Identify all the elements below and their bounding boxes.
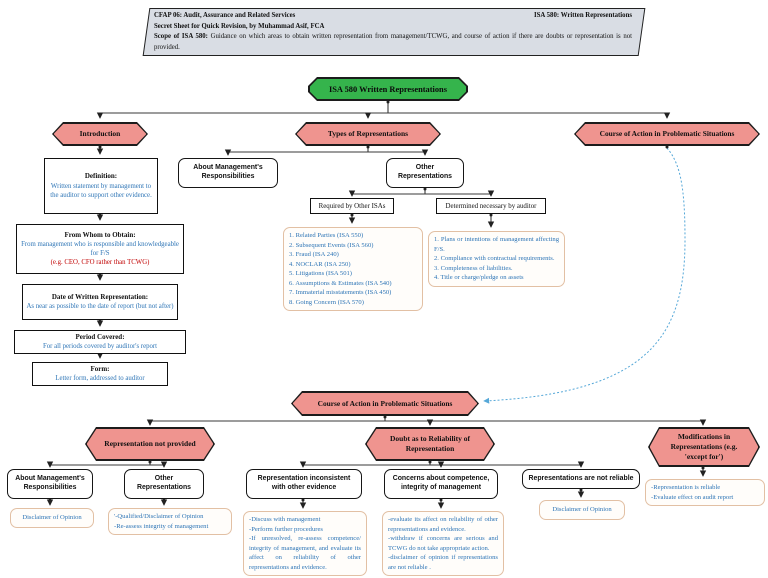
list-line: 1. Related Parties (ISA 550) [289,232,364,239]
period-title: Period Covered: [75,332,125,341]
required-by-other-isas-box: Required by Other ISAs [310,198,394,214]
list-line: 8. Going Concern (ISA 570) [289,298,364,306]
node-fill [87,429,214,460]
period-body: For all periods covered by auditor's rep… [42,343,158,351]
about-mgmt-responsibilities-box: About Management's Responsibilities [178,158,278,188]
header-course-title: CFAP 06: Audit, Assurance and Related Se… [154,12,296,19]
node-course-of-action-top: Course of Action in Problematic Situatio… [574,122,760,146]
form-body: Letter form, addressed to auditor [55,375,145,383]
definition-title: Definition: [84,172,118,181]
node-doubt-reliability: Doubt as to Reliability of Representatio… [365,427,495,461]
list-line: 5. Litigations (ISA 501) [289,270,353,278]
list-line: -evaluate its affect on reliability of o… [388,516,498,533]
list-line: '-Qualified/Disclaimer of Opinion [114,513,204,520]
node-types-of-representations: Types of Representations [295,122,441,146]
list-line: 7. Immaterial misstatements (ISA 450) [289,289,392,297]
node-fill [54,124,147,145]
root-node-isa580: ISA 580 Written Representations [308,77,468,101]
from-whom-body: From management who is responsible and k… [21,240,179,258]
form-box: Form: Letter form, addressed to auditor [32,362,168,386]
definition-body: Written statement by management to the a… [50,182,152,199]
root-node-label: ISA 580 Written Representations [329,84,447,94]
modifications-label: Modifications in Representations (e.g. '… [670,432,738,461]
list-line: -Representation is reliable [651,484,721,491]
np-qualified-outcome: '-Qualified/Disclaimer of Opinion -Re-ass… [108,508,232,536]
node-fill [650,429,759,466]
node-fill [293,393,478,415]
node-introduction: Introduction [52,122,148,146]
list-line: 2. Subsequent Events (ISA 560) [289,241,374,249]
list-line: -Discuss with management [249,516,321,523]
modifications-outcome: -Representation is reliable -Evaluate eff… [645,479,765,507]
np-disclaimer-outcome: Disclaimer of Opinion [10,508,94,528]
auditor-determined-list: 1. Plans or intentions of management aff… [428,231,565,287]
from-whom-note: (e.g. CEO, CFO rather than TCWG) [50,259,150,267]
date-body: As near as possible to the date of repor… [26,303,174,311]
header-scope-label: Scope of ISA 580: [154,33,208,41]
header-scope: Scope of ISA 580: Guidance on which area… [154,32,632,53]
list-line: -Re-assess integrity of management [114,522,209,530]
node-fill [367,429,494,460]
form-title: Form: [90,364,110,373]
period-box: Period Covered: For all periods covered … [14,330,186,354]
list-line: 3. Completeness of liabilities. [434,264,513,272]
definition-box: Definition: Written statement by managem… [44,158,158,214]
node-representation-not-provided: Representation not provided [85,427,215,461]
list-line: -withdraw if concerns are serious and TC… [388,535,498,552]
np-about-mgmt-box: About Management's Responsibilities [7,469,93,499]
date-box: Date of Written Representation: As near … [22,284,178,320]
header-standard-title: ISA 580: Written Representations [534,12,632,19]
node-course-lower-label: Course of Action in Problematic Situatio… [317,398,453,408]
isa-requirements-list: 1. Related Parties (ISA 550) 2. Subsequen… [283,227,423,312]
list-line: -If unresolved, re-assess competence/ in… [249,535,361,571]
doubt-label: Doubt as to Reliability of Representatio… [389,434,470,453]
root-node-fill [310,79,467,100]
other-representations-box: Other Representations [386,158,464,188]
doubt-not-reliable-box: Representations are not reliable [522,469,640,489]
date-title: Date of Written Representation: [51,292,149,301]
from-whom-box: From Whom to Obtain: From management who… [16,224,184,274]
doubt-concerns-box: Concerns about competence, integrity of … [384,469,498,499]
list-line: 4. Title or charge/pledge on assets [434,274,524,282]
list-line: 2. Compliance with contractual requireme… [434,255,555,263]
doubt-disclaimer-outcome: Disclaimer of Opinion [539,500,625,520]
list-line: 6. Assumptions & Estimates (ISA 540) [289,279,392,287]
node-types-label: Types of Representations [327,129,409,139]
header-content: CFAP 06: Audit, Assurance and Related Se… [154,11,632,53]
np-other-reps-box: Other Representations [124,469,204,499]
doubt-inconsistent-box: Representation inconsistent with other e… [246,469,362,499]
list-line: 3. Fraud (ISA 240) [289,251,339,259]
list-line: -Perform further procedures [249,525,323,533]
from-whom-title: From Whom to Obtain: [64,230,136,239]
header-scope-text: Guidance on which areas to obtain writte… [154,33,633,51]
doubt-inconsistent-outcome: -Discuss with management -Perform further… [243,511,367,577]
list-line: 4. NOCLAR (ISA 250) [289,260,351,268]
not-provided-label: Representation not provided [104,439,196,449]
node-course-top-label: Course of Action in Problematic Situatio… [599,129,735,139]
node-introduction-label: Introduction [79,129,121,139]
list-line: -disclaimer of opinion if representation… [388,554,498,571]
node-course-of-action-lower: Course of Action in Problematic Situatio… [291,391,479,416]
determined-by-auditor-box: Determined necessary by auditor [436,198,546,214]
list-line: -Evaluate effect on audit report [651,493,734,501]
node-modifications: Modifications in Representations (e.g. '… [648,427,760,467]
list-line: 1. Plans or intentions of management aff… [434,236,559,253]
header-subtitle: Secret Sheet for Quick Revision, by Muha… [154,22,325,30]
node-fill [297,124,440,145]
node-fill [576,124,759,145]
doubt-concerns-outcome: -evaluate its affect on reliability of o… [382,511,504,577]
